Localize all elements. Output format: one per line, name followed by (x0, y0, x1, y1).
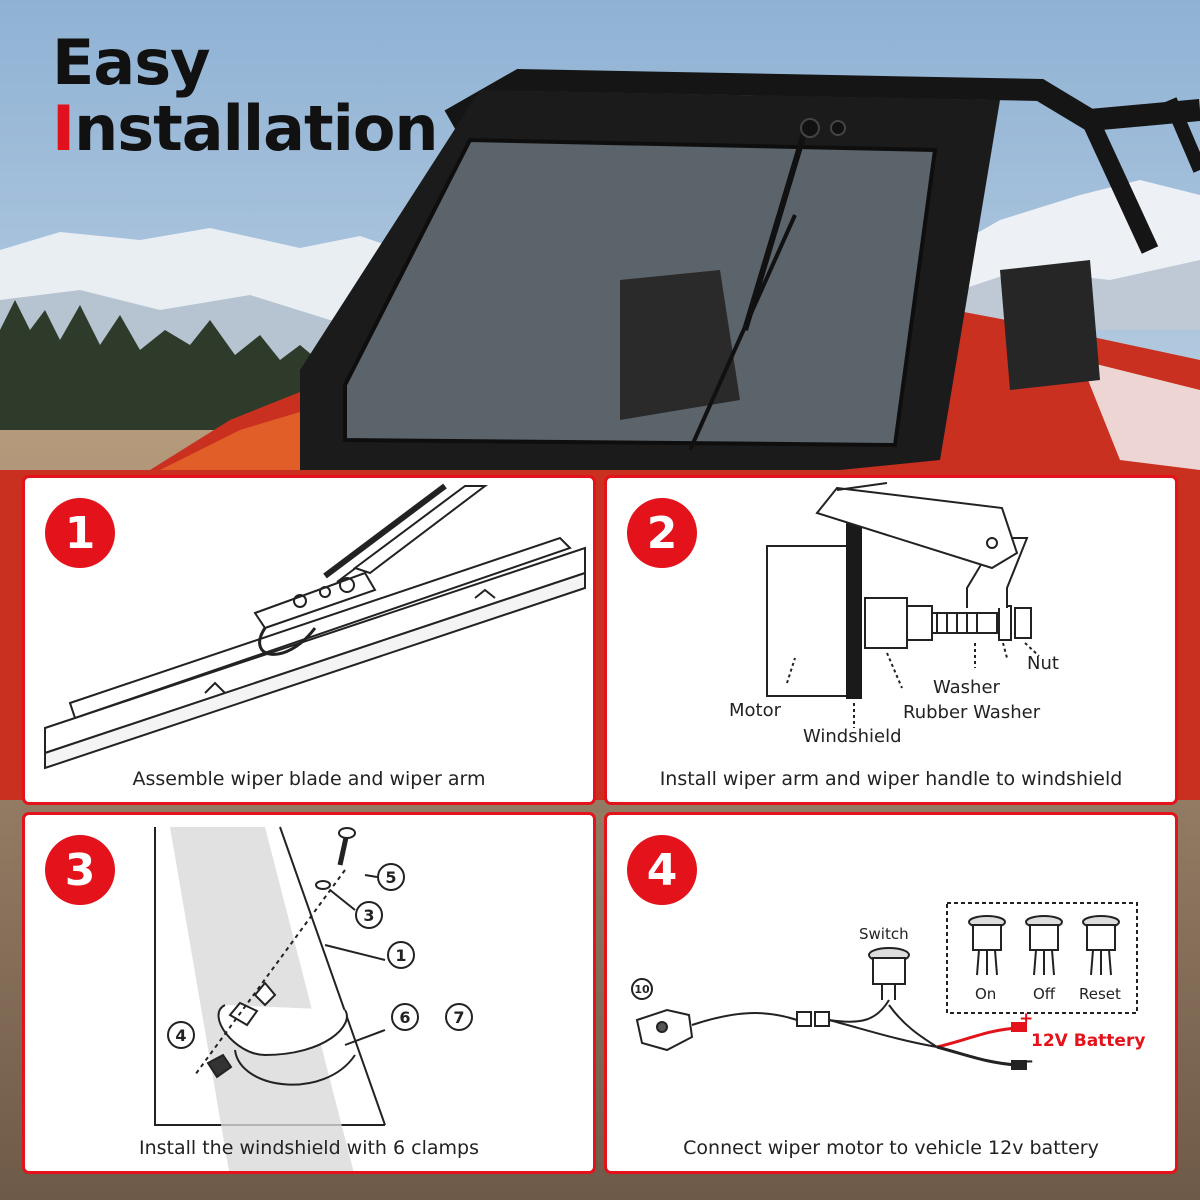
main-switch-icon (868, 947, 910, 1000)
callout-5: 5 (377, 863, 405, 891)
label-nut: Nut (1027, 653, 1059, 674)
step-3-panel: 3 5 3 1 6 7 4 Install the windshield wit… (22, 812, 596, 1174)
step-3-badge: 3 (45, 835, 115, 905)
label-plus: + (1019, 1009, 1034, 1029)
switch-on-icon (968, 915, 1006, 976)
step-4-caption: Connect wiper motor to vehicle 12v batte… (683, 1137, 1099, 1159)
title-line-2-rest: nstallation (74, 92, 438, 165)
label-reset: Reset (1079, 985, 1121, 1003)
step-2-panel: 2 Nut Washer Rubber Washer Motor Windshi… (604, 475, 1178, 805)
label-off: Off (1033, 985, 1056, 1003)
label-windshield: Windshield (803, 726, 902, 747)
step-4-badge: 4 (627, 835, 697, 905)
label-minus: − (1019, 1051, 1035, 1072)
callout-10: 10 (631, 978, 653, 1000)
step-2-caption: Install wiper arm and wiper handle to wi… (659, 768, 1123, 790)
label-12v-battery: 12V Battery (1031, 1031, 1146, 1051)
wiring-illustration (635, 902, 1138, 1070)
wiper-blade-arm-illustration (44, 483, 586, 770)
callout-6: 6 (391, 1003, 419, 1031)
label-motor: Motor (729, 700, 782, 721)
title-line-1: Easy (52, 26, 211, 99)
step-2-badge: 2 (627, 498, 697, 568)
windshield-clamp-illustration (154, 826, 386, 1171)
step-4-panel: 4 10 Switch On Off Reset + − 12V Battery… (604, 812, 1178, 1174)
callout-3: 3 (355, 901, 383, 929)
label-switch: Switch (859, 925, 909, 943)
switch-reset-icon (1082, 915, 1120, 976)
page-title: Easy Installation (52, 26, 439, 162)
wiper-motor-icon (635, 1008, 694, 1052)
title-accent-letter: I (52, 92, 75, 165)
label-on: On (975, 985, 997, 1003)
step-1-badge: 1 (45, 498, 115, 568)
callout-4: 4 (167, 1021, 195, 1049)
label-rubber-washer: Rubber Washer (903, 702, 1041, 723)
step-1-panel: 1 Assemble wiper blade and wiper arm (22, 475, 596, 805)
step-1-caption: Assemble wiper blade and wiper arm (132, 768, 486, 790)
title-line-2: Installation (52, 96, 439, 162)
wiper-mount-illustration (766, 482, 1040, 728)
callout-1: 1 (387, 941, 415, 969)
label-washer: Washer (933, 677, 1000, 698)
callout-7: 7 (445, 1003, 473, 1031)
step-3-caption: Install the windshield with 6 clamps (139, 1137, 479, 1159)
switch-off-icon (1025, 915, 1063, 976)
